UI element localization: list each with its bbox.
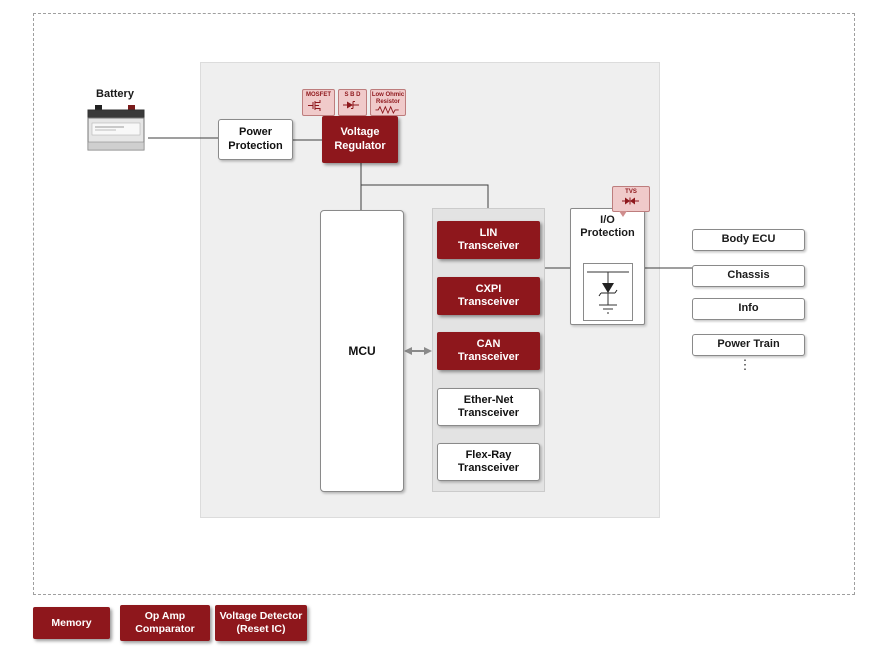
ethernet-transceiver-box: Ether-Net Transceiver [437,388,540,426]
voltage-detector-box[interactable]: Voltage Detector (Reset IC) [215,605,307,641]
ecu-list-ellipsis: ⋮ [738,357,752,372]
cxpi-transceiver-box[interactable]: CXPI Transceiver [437,277,540,315]
info-box: Info [692,298,805,320]
tvs-diode-icon [587,271,629,314]
mcu-box: MCU [320,210,404,492]
diagram-dashed-frame [33,13,855,595]
tvs-callout-pointer [619,211,627,217]
power-protection-box: Power Protection [218,119,293,160]
battery-icon [87,105,145,151]
mosfet-symbol-icon [307,99,320,111]
sbd-symbol-icon [342,100,359,109]
chassis-box: Chassis [692,265,805,287]
battery-label: Battery [96,88,134,100]
body-ecu-box: Body ECU [692,229,805,251]
callout-mosfet: MOSFET [302,89,335,116]
mosfet-label: MOSFET [306,92,331,98]
callout-low-ohmic-resistor: Low Ohmic Resistor [370,89,406,116]
flexray-transceiver-box: Flex-Ray Transceiver [437,443,540,481]
tvs-diode-cell [583,263,633,321]
memory-box[interactable]: Memory [33,607,110,639]
lin-transceiver-box[interactable]: LIN Transceiver [437,221,540,259]
can-transceiver-box[interactable]: CAN Transceiver [437,332,540,370]
resistor-symbol-icon [375,105,399,115]
power-train-box: Power Train [692,334,805,356]
opamp-comparator-box[interactable]: Op Amp Comparator [120,605,210,641]
tvs-symbol-icon [622,197,639,205]
voltage-regulator-box[interactable]: Voltage Regulator [322,116,398,163]
sbd-label: S B D [344,92,361,98]
io-protection-box: I/O Protection [570,208,645,325]
io-protection-label: I/O Protection [580,214,635,240]
callout-tvs: TVS [612,186,650,217]
callout-sbd: S B D [338,89,367,116]
low-ohmic-resistor-label: Low Ohmic Resistor [371,92,405,105]
tvs-label: TVS [625,189,637,195]
